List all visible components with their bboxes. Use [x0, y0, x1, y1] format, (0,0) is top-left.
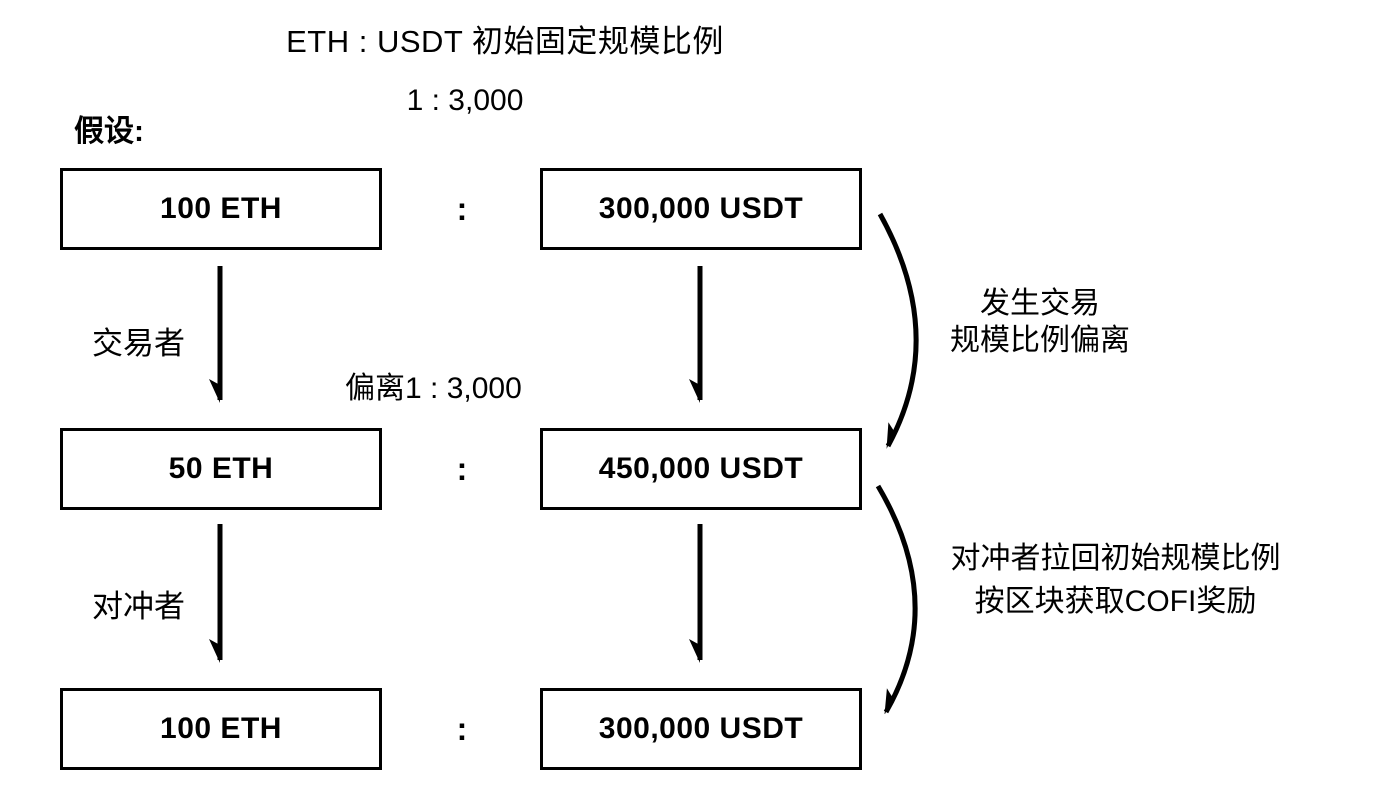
diagram-title: ETH : USDT 初始固定规模比例 [286, 24, 724, 59]
usdt-box-deviated: 450,000 USDT [540, 428, 862, 510]
hedge-restore-curved-arrow [875, 484, 918, 712]
usdt-box-restored-value: 300,000 USDT [598, 712, 804, 745]
hedge-reward-note: 对冲者拉回初始规模比例 按区块获取COFI奖励 [918, 537, 1313, 623]
ratio-colon-3: : [456, 710, 468, 747]
trade-deviation-note: 发生交易 规模比例偏离 [915, 285, 1165, 359]
hedge-reward-note-line1: 对冲者拉回初始规模比例 [950, 542, 1281, 575]
eth-box-restored: 100 ETH [60, 688, 382, 770]
ratio-colon-1: : [456, 190, 468, 227]
eth-box-initial: 100 ETH [60, 168, 382, 250]
trade-deviation-curved-arrow [877, 212, 919, 446]
trade-deviation-note-line2: 规模比例偏离 [950, 324, 1130, 357]
eth-box-deviated: 50 ETH [60, 428, 382, 510]
eth-box-restored-value: 100 ETH [160, 712, 282, 745]
trade-deviation-note-line1: 发生交易 [980, 287, 1100, 320]
usdt-box-initial-value: 300,000 USDT [598, 192, 804, 225]
deviation-ratio-label: 偏离1 : 3,000 [345, 372, 522, 405]
eth-box-deviated-value: 50 ETH [168, 452, 274, 485]
hedger-label: 对冲者 [92, 589, 185, 624]
trader-label: 交易者 [92, 326, 185, 361]
usdt-box-initial: 300,000 USDT [540, 168, 862, 250]
ratio-colon-2: : [456, 450, 468, 487]
assumption-label: 假设: [74, 115, 144, 148]
usdt-box-restored: 300,000 USDT [540, 688, 862, 770]
usdt-box-deviated-value: 450,000 USDT [598, 452, 804, 485]
eth-box-initial-value: 100 ETH [160, 192, 282, 225]
initial-ratio-value: 1 : 3,000 [406, 84, 524, 117]
hedge-reward-note-line2: 按区块获取COFI奖励 [974, 585, 1257, 618]
